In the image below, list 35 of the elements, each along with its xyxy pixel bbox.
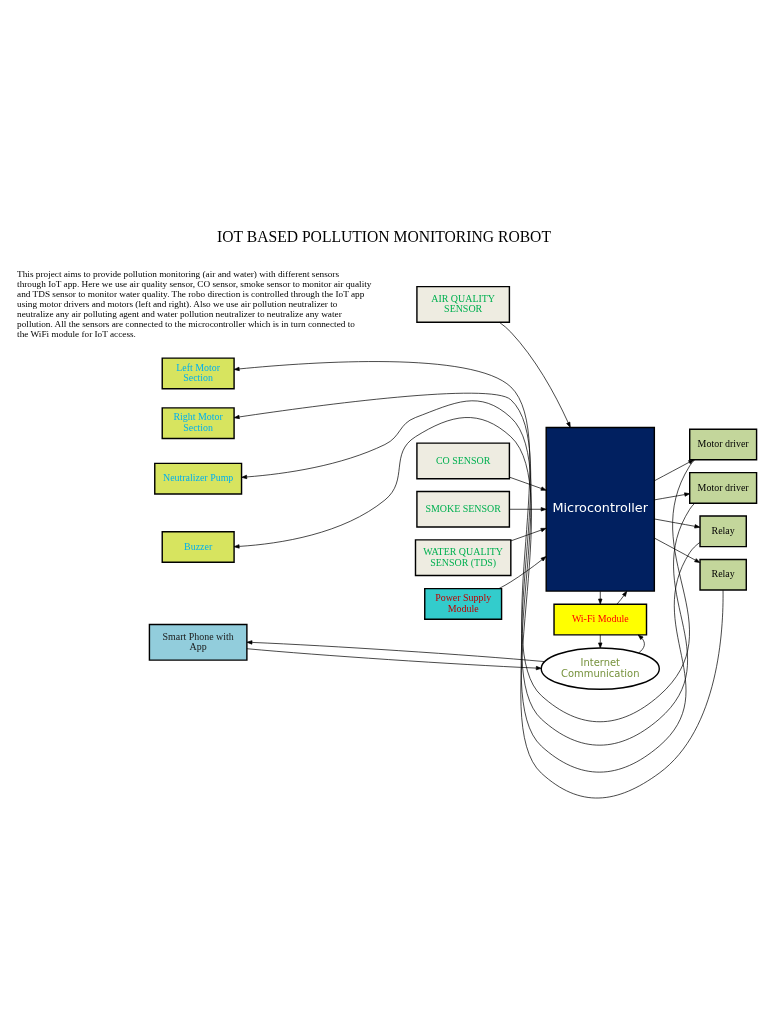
node-box: Power Supply Module bbox=[424, 587, 503, 620]
arrow bbox=[498, 555, 547, 589]
node-box: AIR QUALITY SENSOR bbox=[416, 285, 511, 323]
node-ellipse: Internet Communication bbox=[540, 646, 660, 690]
node-box: Left Motor Section bbox=[161, 356, 235, 389]
node-box: Neutralizer Pump bbox=[154, 462, 243, 495]
node-box: WATER QUALITY SENSOR (TDS) bbox=[414, 538, 512, 576]
node-box: CO SENSOR bbox=[416, 441, 511, 479]
arrow bbox=[654, 492, 691, 500]
node-box: Relay bbox=[699, 514, 747, 547]
arrow bbox=[499, 321, 571, 428]
node-box: Motor driver bbox=[689, 471, 758, 504]
label: This project aims to provide pollution monitoring (air and water) with different sensors through IoT app. Here we use air quality sensor, CO sensor, smoke sensor to monitor air quality and TDS sensor to monitor water quality. The robo direction is controlled through the IoT app using motor drivers and motors (left and right). Also we use air pollution neutralizer to neutralize any air polluting agent and water pollution neutralizer to neutralize any water pollution. All the sensors are connected to the microcontroller which is in turn connected to the WiFi module for IoT access. bbox=[17, 268, 372, 339]
node-box: Relay bbox=[699, 558, 747, 591]
arrow bbox=[654, 518, 701, 528]
node-box: Microcontroller bbox=[545, 426, 656, 592]
arrow bbox=[246, 647, 542, 670]
node-box: Smart Phone with App bbox=[148, 623, 248, 661]
arrow bbox=[509, 476, 547, 491]
arrow bbox=[654, 537, 701, 563]
node-box: Motor driver bbox=[689, 428, 758, 461]
node-box: Wi-Fi Module bbox=[553, 603, 648, 636]
arrow bbox=[654, 458, 695, 481]
arrow bbox=[246, 639, 546, 662]
arrow bbox=[510, 527, 547, 541]
node-box: Buzzer bbox=[161, 530, 235, 563]
arrow bbox=[598, 634, 603, 648]
arrow bbox=[637, 634, 645, 653]
arrow bbox=[598, 590, 603, 604]
node-box: Right Motor Section bbox=[161, 406, 235, 439]
node-box: SMOKE SENSOR bbox=[416, 490, 511, 528]
arrow bbox=[616, 590, 628, 604]
arrow bbox=[509, 506, 547, 511]
arrow bbox=[233, 416, 724, 798]
diagram-title: IOT BASED POLLUTION MONITORING ROBOT bbox=[217, 227, 551, 245]
